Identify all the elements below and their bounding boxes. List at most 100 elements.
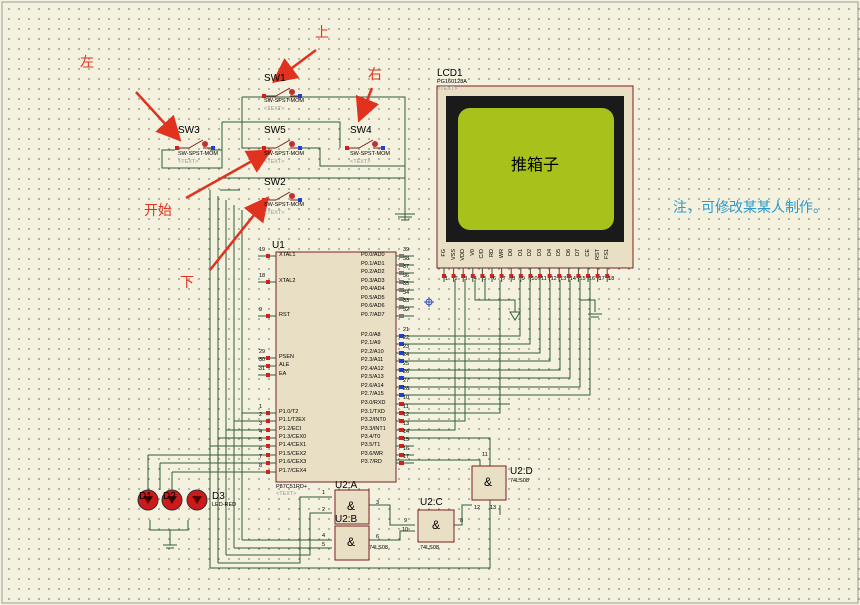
sw1-type: SW-SPST-MOM — [264, 98, 304, 104]
mcu-right-pin-number: 25 — [403, 361, 410, 367]
lcd-pin-name: RD — [489, 249, 495, 257]
arrow-up — [272, 49, 317, 83]
mcu-right-pin-node — [399, 368, 404, 372]
gate-u2a-symbol: & — [347, 499, 356, 513]
annotation-right-label: 右 — [368, 67, 382, 83]
sw3-ref[interactable]: SW3 — [178, 125, 200, 136]
mcu-left-pin-node — [266, 444, 270, 448]
mcu-left-pin-node — [266, 373, 270, 377]
lcd-pin-node — [470, 274, 475, 278]
lcd-pin-node — [480, 274, 485, 278]
switch-symbol-4[interactable] — [345, 139, 385, 150]
mcu-ref[interactable]: U1 — [272, 240, 285, 251]
lcd-ref[interactable]: LCD1 — [437, 68, 463, 79]
mcu-right-pin-number: 37 — [403, 264, 410, 270]
mcu-left-pin-number: 2 — [259, 412, 263, 418]
gate-u2d-body[interactable] — [471, 465, 507, 501]
gate-u2c-body[interactable] — [417, 509, 455, 543]
mcu-left-pin-number: 4 — [259, 429, 263, 435]
mcu-right-pin-node — [399, 461, 404, 465]
mcu-left-pin-node — [266, 453, 270, 457]
gate-u2d-ref[interactable]: U2:D — [510, 466, 533, 477]
lcd-pin-stubs — [442, 268, 610, 282]
lcd-pin-name: RST — [594, 249, 601, 260]
mcu-right-pin-name: P3.4/T0 — [361, 434, 381, 440]
switch-symbol-1[interactable] — [262, 87, 302, 98]
lcd-screen — [458, 108, 614, 230]
mcu-right-pin-node — [399, 271, 404, 275]
lcd-pin-name: D0 — [508, 249, 515, 257]
annotation-down-label: 下 — [180, 275, 194, 291]
mcu-right-pin-number: 32 — [403, 307, 410, 313]
lcd-pin-number: 7 — [502, 276, 506, 282]
gate-u2a-pin-3: 3 — [376, 500, 380, 506]
lcd-pin-node — [442, 274, 446, 278]
arrow-down — [209, 196, 270, 271]
mcu-right-pin-node — [399, 419, 404, 423]
gate-u2d-model: 74LS08 — [510, 478, 529, 484]
mcu-left-pin-node — [266, 280, 270, 284]
mcu-right-pin-number: 35 — [403, 281, 410, 287]
mcu-left-pin-name: P1.6/CEX3 — [279, 459, 307, 465]
mcu-right-pin-node — [399, 314, 404, 318]
lcd-pin-name: D6 — [565, 249, 572, 257]
mcu-right-pin-name: P0.2/AD2 — [361, 269, 385, 275]
mcu-body[interactable] — [275, 251, 397, 483]
sw5-text: <TEXT> — [264, 159, 285, 165]
mcu-left-pin-name: P1.2/ECI — [279, 426, 302, 432]
sw5-ref[interactable]: SW5 — [264, 125, 286, 136]
mcu-right-pin-name: P3.6/WR — [361, 451, 384, 457]
gate-u2b-body[interactable] — [334, 525, 370, 561]
lcd-pin-node — [547, 274, 552, 278]
mcu-right-pin-node — [399, 385, 404, 389]
sw4-ref[interactable]: SW4 — [350, 125, 372, 136]
gate-u2c-ref[interactable]: U2:C — [420, 497, 443, 508]
mcu-right-pin-node — [399, 263, 404, 267]
gate-u2b-ref[interactable]: U2:B — [335, 514, 358, 525]
annotation-arrows — [135, 49, 380, 271]
lcd-pin-name: D3 — [537, 249, 543, 257]
arrow-start — [185, 149, 273, 200]
switch-symbol-5[interactable] — [262, 139, 302, 150]
lcd-v0-supply-icon — [509, 311, 521, 321]
mcu-right-pin-node — [399, 334, 404, 338]
lcd-pin-number: 16 — [589, 276, 596, 282]
mcu-left-pin-node — [266, 314, 270, 318]
lcd-model: PG160128A — [437, 79, 467, 85]
gate-u2c-model: 74LS08 — [420, 545, 439, 551]
lcd-pin-node — [461, 274, 466, 278]
mcu-right-pin-number: 27 — [403, 378, 410, 384]
mcu-right-pin-node — [399, 351, 404, 355]
mcu-left-pin-node — [266, 428, 270, 432]
sw1-text: <TEXT> — [264, 106, 285, 112]
annotation-left-label: 左 — [80, 55, 94, 71]
mcu-right-pin-name: P3.5/T1 — [361, 442, 381, 448]
mcu-right-pin-number: 28 — [403, 386, 410, 392]
mcu-left-pin-name: P1.4/CEX1 — [279, 442, 307, 448]
switch-symbol-3[interactable] — [175, 139, 215, 150]
mcu-right-pin-name: P0.1/AD1 — [361, 261, 385, 267]
gate-u2b-model: 74LS08 — [369, 545, 388, 551]
mcu-right-pin-number: 34 — [403, 290, 410, 296]
gate-u2a-pin-2: 2 — [322, 507, 326, 513]
sw2-ref[interactable]: SW2 — [264, 177, 286, 188]
lcd-pin-node — [538, 274, 542, 278]
sw4-type: SW-SPST-MOM — [350, 151, 390, 157]
gate-u2a-body[interactable] — [334, 489, 370, 525]
gate-u2b-symbol: & — [347, 535, 356, 549]
mcu-right-pin-number: 38 — [403, 256, 410, 262]
gate-u2c-pin-10: 10 — [402, 527, 409, 533]
switch-symbol-2[interactable] — [262, 191, 302, 202]
gate-u2a-ref[interactable]: U2:A — [335, 480, 358, 491]
sw2-text: <TEXT> — [264, 210, 285, 216]
sw1-ref[interactable]: SW1 — [264, 73, 286, 84]
mcu-pin-stubs — [258, 254, 414, 474]
lcd-pin-number: 9 — [521, 276, 525, 282]
gate-u2d-pin-13: 13 — [490, 505, 497, 511]
led-group — [137, 489, 208, 511]
wires — [147, 96, 602, 569]
mcu-left-pin-number: 6 — [259, 446, 263, 452]
mcu-right-pin-number: 39 — [403, 247, 410, 253]
mcu-left-pin-name: PSEN — [279, 354, 294, 360]
lcd-pin-number: 13 — [560, 276, 567, 282]
